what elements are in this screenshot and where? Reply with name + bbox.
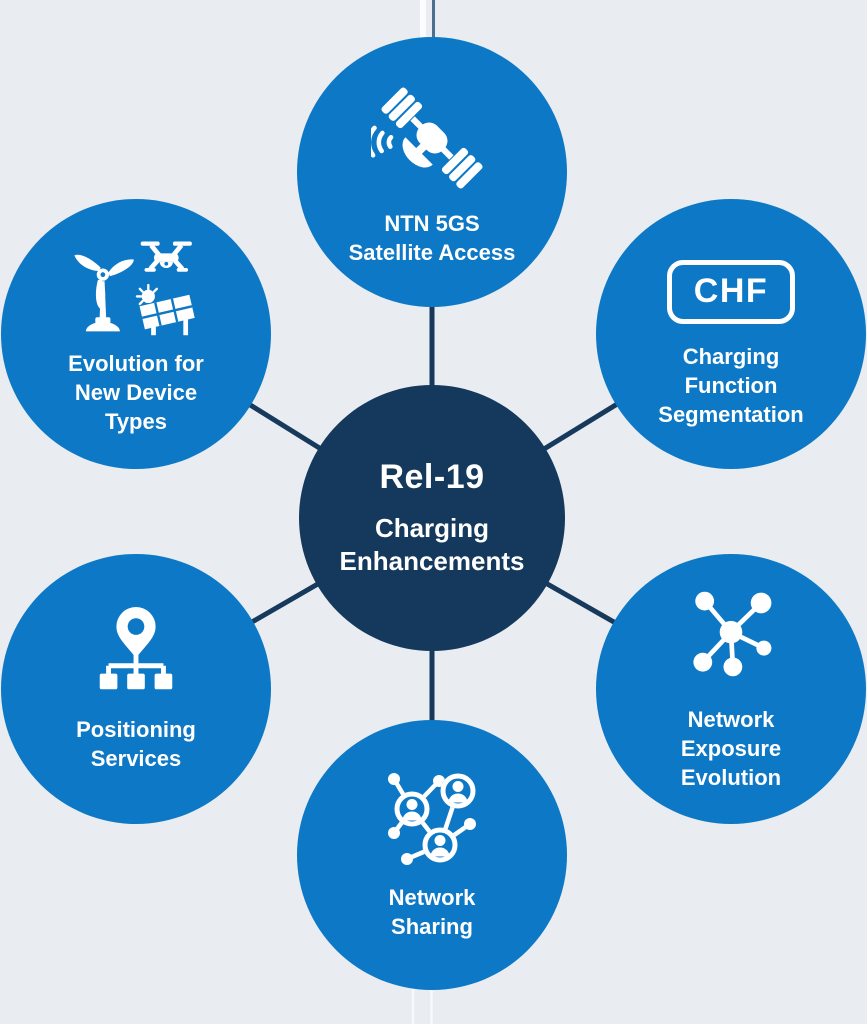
node-ntn-5gs-satellite-access: NTN 5GS Satellite Access <box>297 37 567 307</box>
center-title: Rel-19 <box>379 458 485 496</box>
molecule-network-icon <box>684 587 778 681</box>
label-line: Evolution for <box>68 350 204 376</box>
node-positioning-services: Positioning Services <box>1 554 271 824</box>
person-node <box>394 791 430 827</box>
label-line: Network <box>388 885 476 910</box>
label-line: Types <box>105 408 167 434</box>
person-node <box>422 827 458 863</box>
satellite-icon <box>371 77 493 199</box>
label-line: Sharing <box>391 914 473 939</box>
node-charging-function-segmentation: CHF Charging Function Segmentation <box>596 199 866 469</box>
label-line: New Device <box>74 379 198 405</box>
top-white-stub <box>420 0 426 46</box>
drone-icon <box>140 241 192 272</box>
label-line: Satellite Access <box>348 240 516 265</box>
node-network-sharing: Network Sharing <box>297 720 567 990</box>
wind-drone-solar-icon <box>65 233 207 339</box>
node-network-exposure-evolution: Network Exposure Evolution <box>596 554 866 824</box>
label-line: Charging <box>682 343 780 369</box>
node-label: Positioning Services <box>76 715 196 773</box>
center-subtitle: Charging Enhancements <box>339 513 525 576</box>
node-label: Network Exposure Evolution <box>681 705 781 792</box>
label-line: Positioning <box>76 717 196 742</box>
label-line: NTN 5GS <box>384 211 480 236</box>
wind-turbine-icon <box>74 254 134 331</box>
people-network-icon <box>382 769 482 869</box>
person-node <box>440 773 476 809</box>
solar-panel-icon <box>135 283 195 335</box>
node-label: NTN 5GS Satellite Access <box>349 209 516 267</box>
node-label: Charging Function Segmentation <box>658 342 803 429</box>
chf-badge-text: CHF <box>693 272 769 310</box>
label-line: Segmentation <box>658 401 804 427</box>
location-hierarchy-icon <box>87 605 185 703</box>
label-line: Exposure <box>680 735 782 761</box>
label-line: Function <box>684 372 778 398</box>
label-line: Services <box>90 746 182 771</box>
label-line: Network <box>687 706 775 732</box>
chf-badge-icon: CHF <box>667 259 795 324</box>
node-evolution-new-device-types: Evolution for New Device Types <box>1 199 271 469</box>
node-label: Evolution for New Device Types <box>68 349 204 436</box>
center-node-rel19: Rel-19 Charging Enhancements <box>299 385 565 651</box>
label-line: Evolution <box>680 764 782 790</box>
node-label: Network Sharing <box>389 883 476 941</box>
